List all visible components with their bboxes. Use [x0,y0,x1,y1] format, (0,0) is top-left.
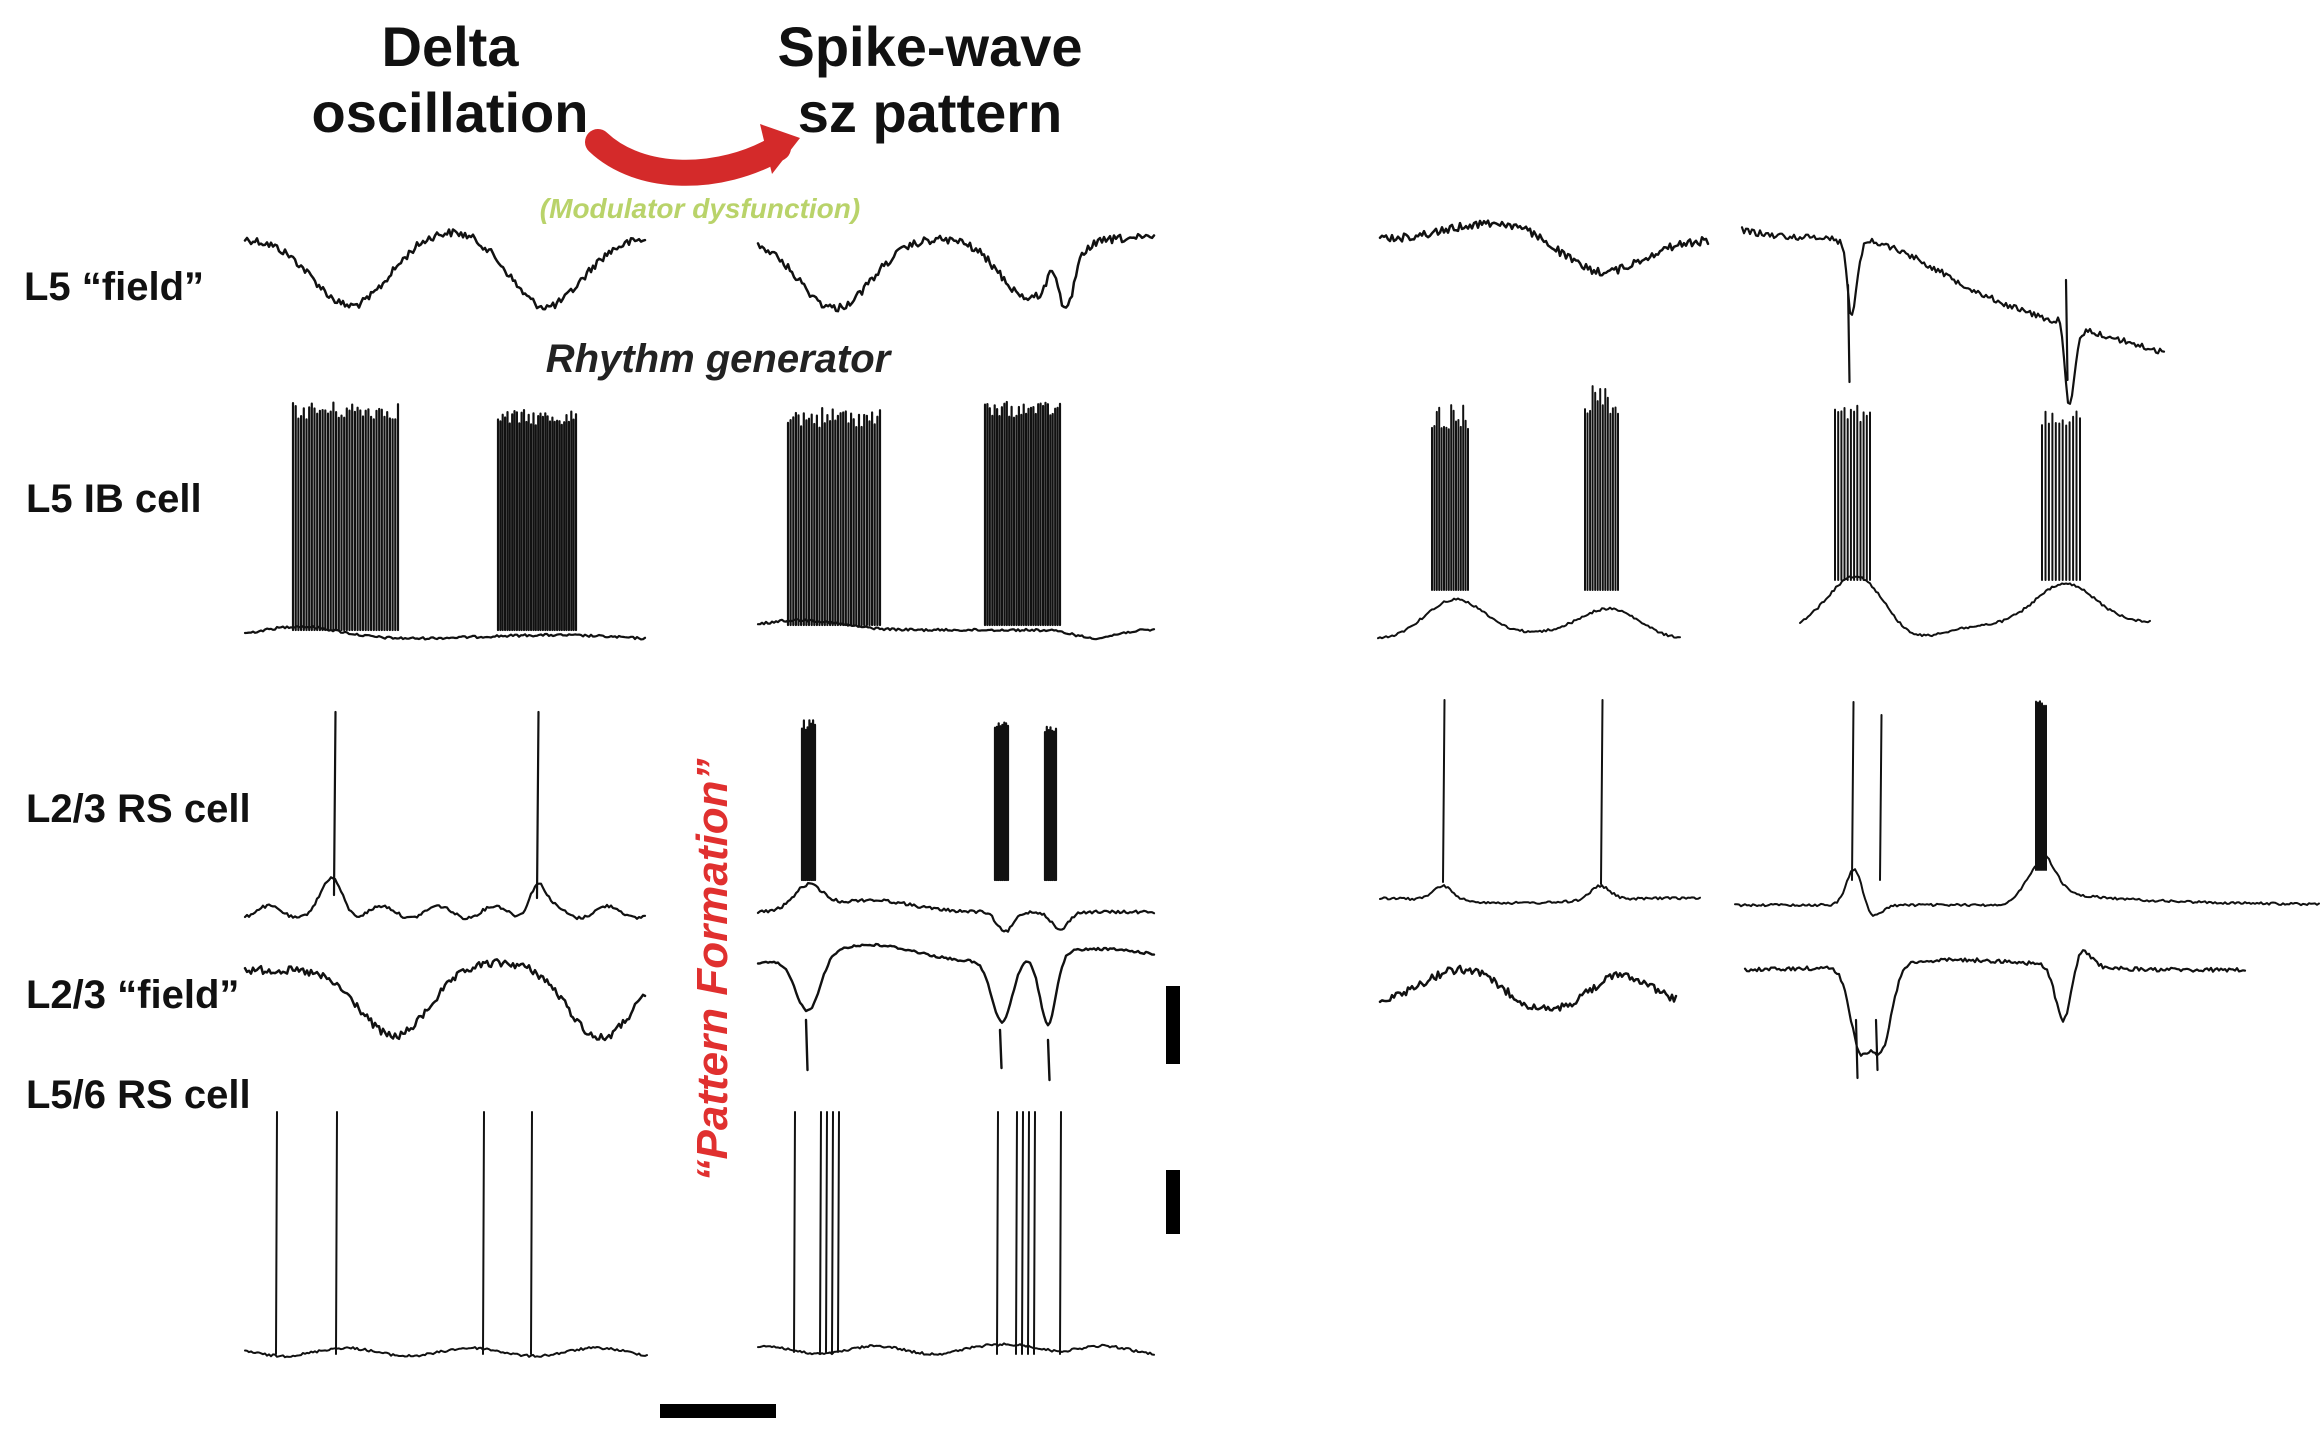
modulator-dysfunction-label: (Modulator dysfunction) [540,193,860,224]
trace-right-a-l5-ib-cell [1377,385,1681,640]
row-label-l5-ib-cell: L5 IB cell [26,477,202,521]
trace-right-b-l23-field [1743,949,2247,1080]
trace-sw-l5-ib-cell [756,400,1156,641]
title-delta-line2: oscillation [312,81,589,144]
scale-bar-vertical-lower [1166,1170,1180,1234]
trace-sw-l23-rs-cell [756,719,1156,933]
row-label-l5-field: L5 “field” [24,265,204,309]
pattern-formation-label: “Pattern Formation” [688,759,737,1182]
trace-right-a-l23-field [1378,964,1678,1012]
trace-right-b-l5-field [1740,226,2166,405]
trace-panel [243,219,2320,1359]
rhythm-generator-label: Rhythm generator [546,337,893,381]
scale-bar-horizontal [660,1404,776,1418]
scale-bar-vertical-upper [1166,986,1180,1064]
title-spikewave-line2: sz pattern [798,81,1063,144]
title-delta-line1: Delta [382,15,520,78]
trace-right-b-l23-rs-cell [1734,700,2320,917]
curved-arrow-right-icon [585,124,800,186]
trace-delta-l23-field [243,958,647,1042]
trace-delta-l56-rs-cell [244,1111,648,1359]
row-label-l56-rs-cell: L5/6 RS cell [26,1073,251,1117]
row-label-l23-field: L2/3 “field” [26,973,239,1017]
trace-right-a-l5-field [1378,219,1710,277]
title-spikewave-line1: Spike-wave [777,15,1082,78]
trace-delta-l5-field [243,228,647,311]
row-label-l23-rs-cell: L2/3 RS cell [26,787,251,831]
trace-delta-l23-rs-cell [243,710,647,921]
trace-sw-l5-field [756,232,1156,313]
trace-sw-l56-rs-cell [757,1111,1155,1356]
scale-bar-icon [660,986,1180,1418]
trace-right-b-l5-ib-cell [1799,404,2151,638]
trace-delta-l5-ib-cell [243,401,647,641]
trace-sw-l23-field [756,942,1156,1082]
trace-right-a-l23-rs-cell [1379,699,1701,905]
